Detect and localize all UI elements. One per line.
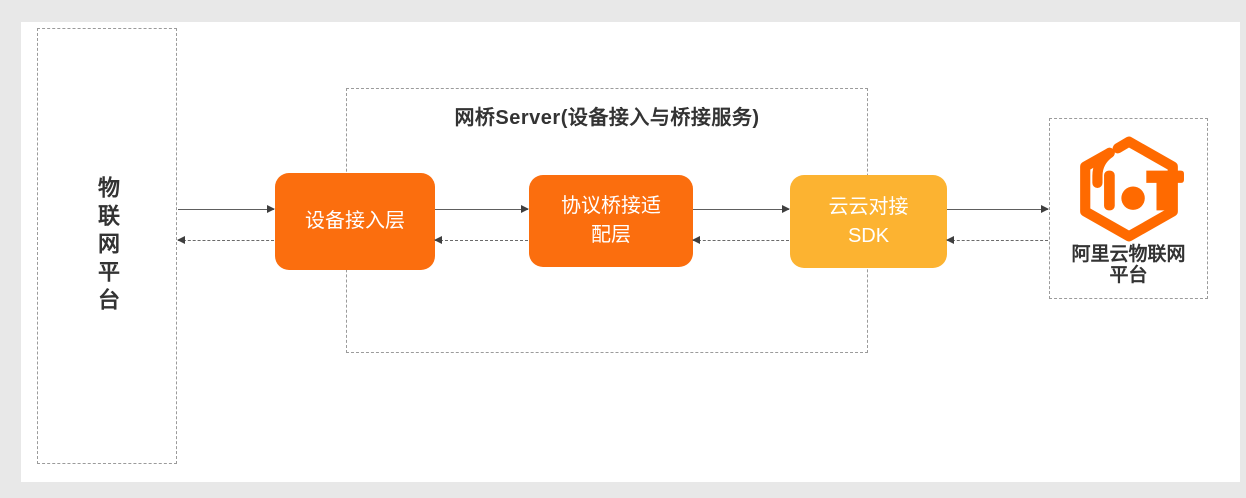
stage-label-line1: 云云对接	[828, 195, 909, 218]
arrow-back-sdk-to-adapter	[692, 236, 789, 245]
arrow-forward-sdk-to-aliyun	[947, 205, 1049, 214]
arrow-forward-adapter-to-sdk	[693, 205, 790, 214]
arrow-back-adapter-to-access	[434, 236, 528, 245]
stage-label-line2: SDK	[847, 224, 890, 247]
iot-platform-label: 物联网平台	[95, 176, 120, 316]
arrow-back-access-to-platform	[177, 236, 274, 245]
bridge-server-title: 网桥Server(设备接入与桥接服务)	[454, 107, 760, 129]
stage-protocol-bridge-adapter-layer: 协议桥接适 配层	[529, 175, 693, 267]
arrowhead-right-icon	[1041, 205, 1049, 214]
arrowhead-left-icon	[177, 236, 185, 245]
stage-label-line2: 配层	[591, 224, 631, 246]
stage-cloud-cloud-sdk: 云云对接 SDK	[790, 175, 947, 268]
stage-label: 设备接入层	[305, 210, 405, 232]
aliyun-platform-label-line1: 阿里云物联网	[1071, 244, 1186, 265]
aliyun-platform-label-line2: 平台	[1109, 265, 1148, 286]
aliyun-iot-logo	[1073, 136, 1185, 242]
stage-device-access-layer: 设备接入层	[275, 173, 435, 270]
arrowhead-right-icon	[521, 205, 529, 214]
diagram-panel: 物联网平台 网桥Server(设备接入与桥接服务) 设备接入层 协议桥接适 配层…	[21, 22, 1240, 482]
arrow-forward-platform-to-access	[178, 205, 275, 214]
arrowhead-left-icon	[692, 236, 700, 245]
arrowhead-left-icon	[434, 236, 442, 245]
arrowhead-right-icon	[782, 205, 790, 214]
arrow-back-aliyun-to-sdk	[946, 236, 1048, 245]
aliyun-iot-platform-box: 阿里云物联网 平台	[1049, 118, 1208, 299]
stage-label-line1: 协议桥接适	[561, 195, 661, 217]
arrowhead-left-icon	[946, 236, 954, 245]
iot-platform-box: 物联网平台	[37, 28, 177, 464]
arrowhead-right-icon	[267, 205, 275, 214]
aliyun-platform-label: 阿里云物联网 平台	[1071, 244, 1185, 286]
arrow-forward-access-to-adapter	[435, 205, 529, 214]
